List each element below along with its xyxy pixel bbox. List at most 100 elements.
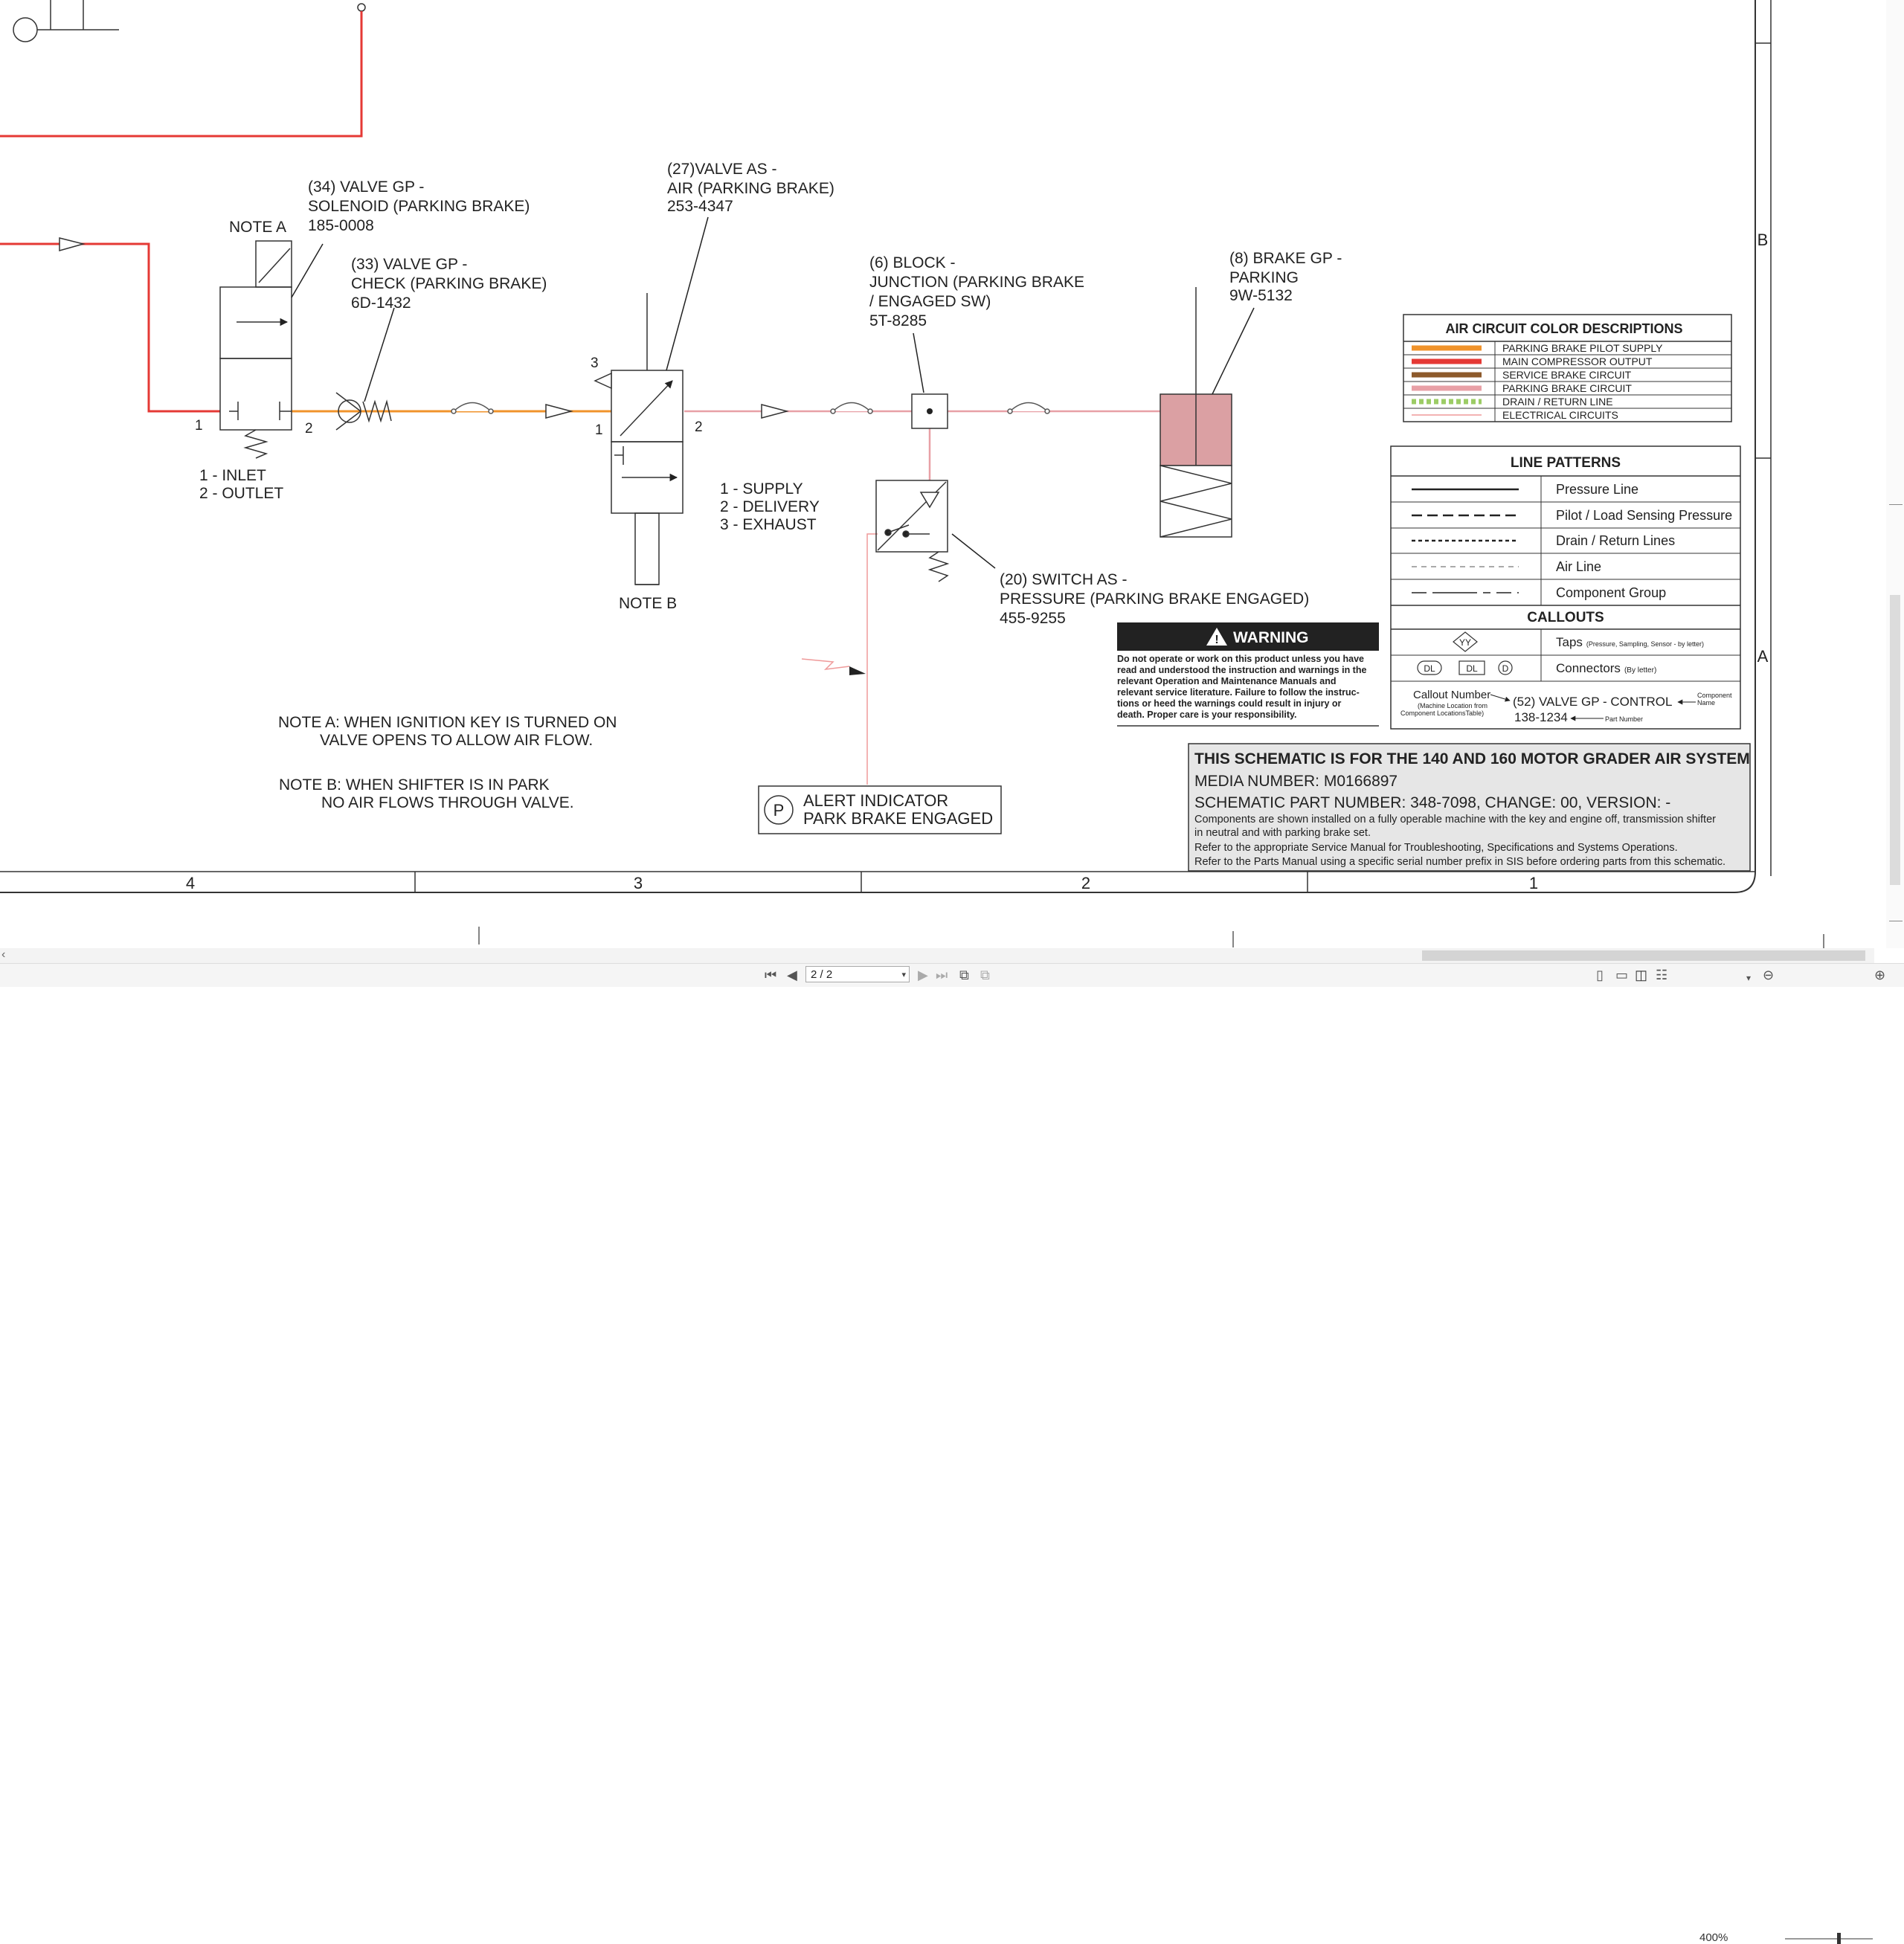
air-valve-27: [594, 293, 684, 585]
line-patterns-title: LINE PATTERNS: [1511, 455, 1621, 471]
grid-row-a: A: [1757, 647, 1769, 666]
connector-symbol-c-text: D: [1502, 663, 1509, 674]
label-33: (33) VALVE GP -CHECK (PARKING BRAKE)6D-1…: [351, 256, 547, 312]
color-legend-label: MAIN COMPRESSOR OUTPUT: [1502, 355, 1653, 367]
electrical-arrow: [849, 666, 866, 675]
media-number: MEDIA NUMBER: M0166897: [1194, 773, 1398, 790]
line-pattern-2: Drain / Return Lines: [1556, 533, 1675, 548]
last-page-icon[interactable]: ⏭: [936, 968, 948, 982]
scroll-left-icon[interactable]: ‹: [1, 948, 6, 961]
vertical-scroll-thumb[interactable]: [1890, 595, 1900, 885]
line-pattern-3: Air Line: [1556, 559, 1601, 574]
top-left-fragment: [13, 0, 366, 42]
label-6: (6) BLOCK -JUNCTION (PARKING BRAKE/ ENGA…: [869, 254, 1084, 329]
callout-number-label: Callout Number: [1413, 689, 1490, 701]
warning-triangle-icon: [1206, 628, 1227, 646]
page-number-input[interactable]: 2 / 2▾: [805, 966, 910, 982]
grid-col-3: 3: [634, 874, 643, 892]
connector-symbol-b: [1458, 660, 1485, 675]
page-dropdown-icon[interactable]: ▾: [901, 971, 906, 979]
zoom-level[interactable]: 400%: [1699, 1931, 1728, 1944]
tap-symbol-text: YY: [1459, 637, 1471, 648]
connector-symbol-b-text: DL: [1466, 663, 1478, 674]
line-pattern-0: Pressure Line: [1556, 482, 1638, 497]
line-pattern-4: Component Group: [1556, 585, 1666, 600]
label-27: (27)VALVE AS -AIR (PARKING BRAKE)253-434…: [667, 161, 834, 215]
callouts-title: CALLOUTS: [1527, 610, 1604, 625]
connectors-label: Connectors(By letter): [1556, 661, 1656, 675]
warning-title: WARNING: [1233, 629, 1309, 646]
line-pattern-1: Pilot / Load Sensing Pressure: [1556, 508, 1732, 523]
solenoid-valve-34: [219, 240, 292, 459]
valve27-port-1: 1: [595, 422, 603, 438]
schematic-title: THIS SCHEMATIC IS FOR THE 140 AND 160 MO…: [1194, 750, 1750, 767]
color-legend-label: ELECTRICAL CIRCUITS: [1502, 409, 1618, 421]
leader-33: [364, 307, 395, 402]
park-brake-symbol: P: [774, 801, 785, 820]
taps-label: Taps(Pressure, Sampling, Sensor - by let…: [1556, 635, 1704, 649]
book-view-icon[interactable]: ☷: [1656, 968, 1668, 982]
color-legend-title: AIR CIRCUIT COLOR DESCRIPTIONS: [1445, 321, 1682, 336]
valve27-port-2: 2: [695, 419, 703, 435]
next-page-icon[interactable]: ▶: [918, 968, 928, 982]
hose-symbols: [451, 402, 1050, 414]
pdf-viewer: (34) VALVE GP -SOLENOID (PARKING BRAKE)1…: [0, 0, 1824, 948]
zoom-in-icon[interactable]: ⊕: [1874, 968, 1886, 982]
tap-symbol: [1453, 631, 1478, 652]
grid-col-2: 2: [1081, 874, 1090, 892]
first-page-icon[interactable]: ⏮: [765, 968, 777, 982]
single-page-view-icon[interactable]: ▯: [1596, 968, 1604, 982]
example-part-number: 138-1234: [1514, 710, 1568, 724]
facing-pages-icon[interactable]: ⧉: [959, 968, 969, 982]
zoom-out-icon[interactable]: ⊖: [1763, 968, 1775, 982]
pressure-switch-20: [875, 480, 950, 582]
schematic-part-number: SCHEMATIC PART NUMBER: 348-7098, CHANGE:…: [1194, 794, 1670, 811]
flow-arrows: [545, 404, 789, 419]
continuous-view-icon[interactable]: ▭: [1615, 968, 1629, 982]
title-notes: Components are shown installed on a full…: [1194, 814, 1726, 868]
leader-8: [1212, 307, 1255, 395]
grid-col-4: 4: [186, 874, 195, 892]
warning-box: ! WARNING Do not operate or work on this…: [1117, 622, 1379, 727]
horizontal-scrollbar[interactable]: ‹: [0, 948, 1874, 963]
connector-symbol-a: [1417, 660, 1442, 675]
drawing-border: [0, 0, 1824, 948]
horizontal-scroll-thumb[interactable]: [1422, 950, 1865, 961]
two-page-view-icon[interactable]: ◫: [1635, 968, 1648, 982]
leader-20: [951, 533, 996, 569]
port-2-label: 2: [305, 421, 313, 437]
grid-row-b: B: [1757, 231, 1769, 249]
port-1-label: 1: [195, 418, 203, 434]
leader-6: [913, 332, 924, 393]
electrical-line: [801, 533, 878, 785]
connector-symbol-a-text: DL: [1424, 663, 1435, 674]
vertical-scrollbar[interactable]: [1886, 0, 1904, 948]
note-b-label: NOTE B: [619, 595, 677, 612]
label-34: (34) VALVE GP -SOLENOID (PARKING BRAKE)1…: [308, 178, 530, 234]
warning-text: Do not operate or work on this product u…: [1117, 654, 1369, 720]
viewer-toolbar: ⏮ ◀ ▶ ⏭ ⧉ ⧉ ▯ ▭ ◫ ☷ 400% ▾ ⊖ ⊕: [0, 963, 1904, 1944]
zoom-dropdown-icon[interactable]: ▾: [1746, 973, 1752, 983]
part-number-note: Part Number: [1605, 715, 1643, 723]
check-valve-33: [335, 392, 392, 431]
line-patterns-legend: LINE PATTERNS Pressure Line Pilot / Load…: [1390, 445, 1741, 730]
svg-text:!: !: [1215, 634, 1218, 646]
connector-symbol-c: [1498, 660, 1513, 675]
color-legend-label: DRAIN / RETURN LINE: [1502, 396, 1613, 408]
zoom-slider-handle[interactable]: [1837, 1933, 1841, 1944]
continuous-pages-icon[interactable]: ⧉: [980, 968, 990, 982]
previous-page-icon[interactable]: ◀: [787, 968, 797, 982]
note-a-label: NOTE A: [229, 219, 286, 236]
flow-arrow: [59, 237, 86, 251]
label-20: (20) SWITCH AS -PRESSURE (PARKING BRAKE …: [1000, 571, 1309, 627]
zoom-slider[interactable]: [1785, 1938, 1873, 1940]
junction-block-6: [911, 393, 948, 429]
